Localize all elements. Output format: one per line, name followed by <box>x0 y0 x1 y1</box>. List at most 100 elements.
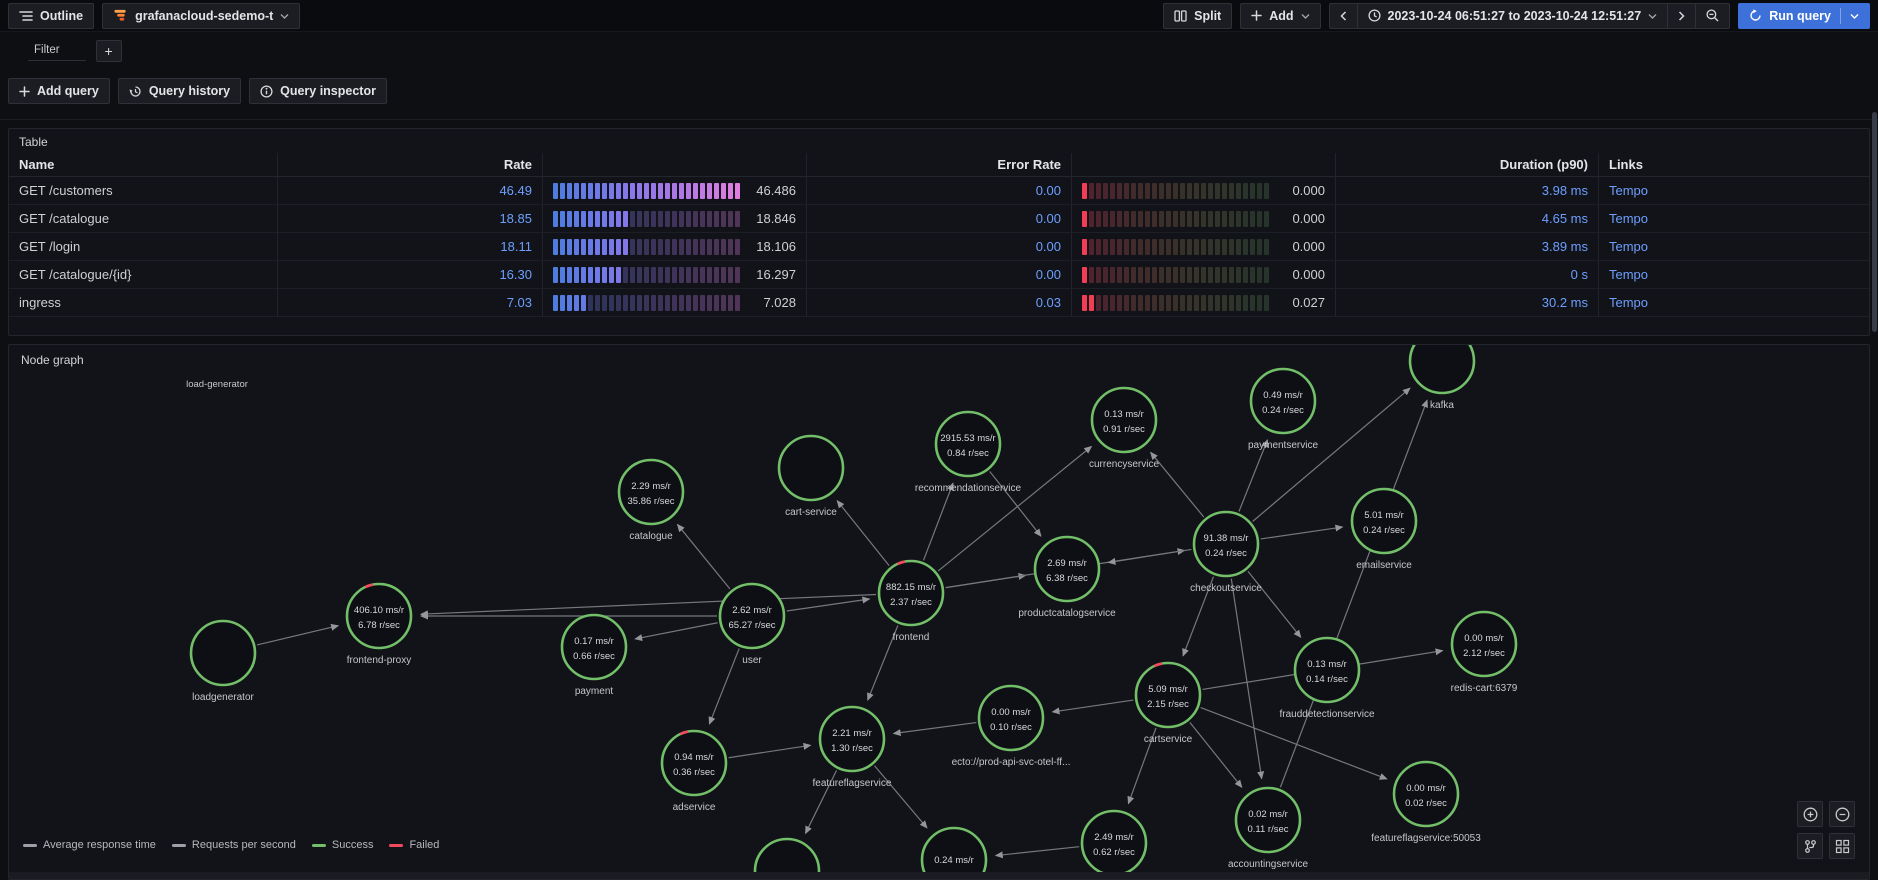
graph-edge-frontend-ffs[interactable] <box>867 625 899 701</box>
node-circle[interactable] <box>1392 760 1460 828</box>
graph-edge-adservice-ffs[interactable] <box>728 742 812 759</box>
zoom-in-button[interactable] <box>1797 801 1823 827</box>
table-cell-duration-link[interactable]: 0 s <box>1336 261 1599 289</box>
grid-layout-button[interactable] <box>1829 833 1855 859</box>
node-circle[interactable] <box>1234 786 1302 854</box>
graph-edge-nodeA-nodeB[interactable] <box>994 846 1080 859</box>
graph-edge-checkout-currency[interactable] <box>1150 451 1205 518</box>
graph-edge-frontend-recommendation[interactable] <box>922 482 954 561</box>
node-circle[interactable] <box>1134 661 1202 729</box>
node-cart-service[interactable]: cart-service <box>777 434 845 518</box>
graph-edge-recommendation-pcs[interactable] <box>989 471 1042 537</box>
graph-edge-cartsvc-accounting[interactable] <box>1189 721 1243 788</box>
graph-edge-checkout-paymentsvc[interactable] <box>1238 439 1269 512</box>
split-button[interactable]: Split <box>1163 2 1233 29</box>
graph-edge-user-frontend[interactable] <box>786 596 871 612</box>
graph-edge-checkout-pcs[interactable] <box>1107 548 1192 565</box>
node-recommendationservice[interactable]: 2915.53 ms/r0.84 r/secrecommendationserv… <box>915 410 1022 494</box>
table-cell-tempo-link[interactable]: Tempo <box>1599 261 1869 289</box>
node-circle[interactable] <box>560 613 628 681</box>
time-range-forward-button[interactable] <box>1668 2 1697 29</box>
table-cell-duration-link[interactable]: 4.65 ms <box>1336 205 1599 233</box>
node-circle[interactable] <box>1293 636 1361 704</box>
node-circle[interactable] <box>818 705 886 773</box>
outline-button[interactable]: Outline <box>8 2 95 29</box>
col-header-error-rate[interactable]: Error Rate <box>807 153 1072 177</box>
table-cell-rate-link[interactable]: 46.49 <box>278 177 543 205</box>
node-loadgenerator[interactable]: loadgenerator <box>189 619 257 703</box>
graph-edge-ffs-nodeB[interactable] <box>874 765 928 829</box>
graph-edge-cartsvc-ffs50053[interactable] <box>1200 706 1388 780</box>
node-nodeA[interactable]: 2.49 ms/r0.62 r/sec <box>1080 809 1148 872</box>
node-kafka[interactable]: kafka <box>1408 345 1476 411</box>
node-circle[interactable] <box>1090 386 1158 454</box>
add-filter-button[interactable]: + <box>95 40 122 62</box>
node-circle[interactable] <box>1450 610 1518 678</box>
table-cell-rate-link[interactable]: 18.85 <box>278 205 543 233</box>
node-circle[interactable] <box>934 410 1002 478</box>
page-scrollbar[interactable] <box>1872 112 1877 332</box>
col-header-rate[interactable]: Rate <box>278 153 543 177</box>
node-circle[interactable] <box>877 559 945 627</box>
node-circle[interactable] <box>920 826 988 872</box>
table-cell-rate-link[interactable]: 18.11 <box>278 233 543 261</box>
graph-edge-checkout-accounting[interactable] <box>1230 578 1265 780</box>
layout-hierarchy-button[interactable] <box>1797 833 1823 859</box>
graph-edge-cartsvc-ecto[interactable] <box>1051 699 1134 715</box>
node-nodeC[interactable] <box>753 837 821 872</box>
filter-field[interactable]: Filter <box>28 41 86 61</box>
node-circle[interactable] <box>753 837 821 872</box>
table-cell-tempo-link[interactable]: Tempo <box>1599 233 1869 261</box>
table-cell-tempo-link[interactable]: Tempo <box>1599 177 1869 205</box>
table-cell-error-link[interactable]: 0.00 <box>807 261 1072 289</box>
node-circle[interactable] <box>660 729 728 797</box>
table-cell-error-link[interactable]: 0.03 <box>807 289 1072 317</box>
node-circle[interactable] <box>1033 535 1101 603</box>
col-header-name[interactable]: Name <box>9 153 278 177</box>
table-cell-duration-link[interactable]: 30.2 ms <box>1336 289 1599 317</box>
node-featureflagservice:50053[interactable]: 0.00 ms/r0.02 r/secfeatureflagservice:50… <box>1371 760 1481 844</box>
add-button[interactable]: Add <box>1240 2 1321 29</box>
chevron-down-icon[interactable] <box>1850 13 1859 19</box>
time-range-zoom-out-button[interactable] <box>1696 2 1731 29</box>
graph-edge-user-payment[interactable] <box>634 622 718 642</box>
node-circle[interactable] <box>1350 487 1418 555</box>
node-circle[interactable] <box>1249 367 1317 435</box>
graph-edge-checkout-fraud[interactable] <box>1247 570 1302 639</box>
graph-edge-cartsvc-nodeA[interactable] <box>1127 727 1157 805</box>
graph-edge-checkout-email[interactable] <box>1260 524 1344 540</box>
graph-edge-user-adservice[interactable] <box>708 648 740 725</box>
table-cell-duration-link[interactable]: 3.98 ms <box>1336 177 1599 205</box>
time-range-back-button[interactable] <box>1328 2 1358 29</box>
table-cell-error-link[interactable]: 0.00 <box>807 205 1072 233</box>
col-header-duration[interactable]: Duration (p90) <box>1336 153 1599 177</box>
graph-edge-loadgenerator-frontendproxy[interactable] <box>256 623 340 646</box>
graph-edge-ffs-nodeC[interactable] <box>805 770 838 835</box>
graph-edge-user-catalogue[interactable] <box>676 523 731 590</box>
add-query-button[interactable]: Add query <box>8 78 110 104</box>
node-nodeB[interactable]: 0.24 ms/r <box>920 826 988 872</box>
run-query-button[interactable]: Run query <box>1738 2 1870 29</box>
graph-edge-frontend-cartservicedash[interactable] <box>836 500 890 567</box>
graph-edge-ecto-ffs[interactable] <box>892 721 977 737</box>
node-circle[interactable] <box>718 582 786 650</box>
table-cell-rate-link[interactable]: 16.30 <box>278 261 543 289</box>
table-cell-error-link[interactable]: 0.00 <box>807 233 1072 261</box>
graph-edge-frontend-currency[interactable] <box>937 445 1093 572</box>
query-history-button[interactable]: Query history <box>117 78 242 104</box>
node-circle[interactable] <box>1192 510 1260 578</box>
table-cell-duration-link[interactable]: 3.89 ms <box>1336 233 1599 261</box>
node-circle[interactable] <box>1080 809 1148 872</box>
node-ecto://prod-api-svc-otel-ff...[interactable]: 0.00 ms/r0.10 r/sececto://prod-api-svc-o… <box>952 684 1071 768</box>
